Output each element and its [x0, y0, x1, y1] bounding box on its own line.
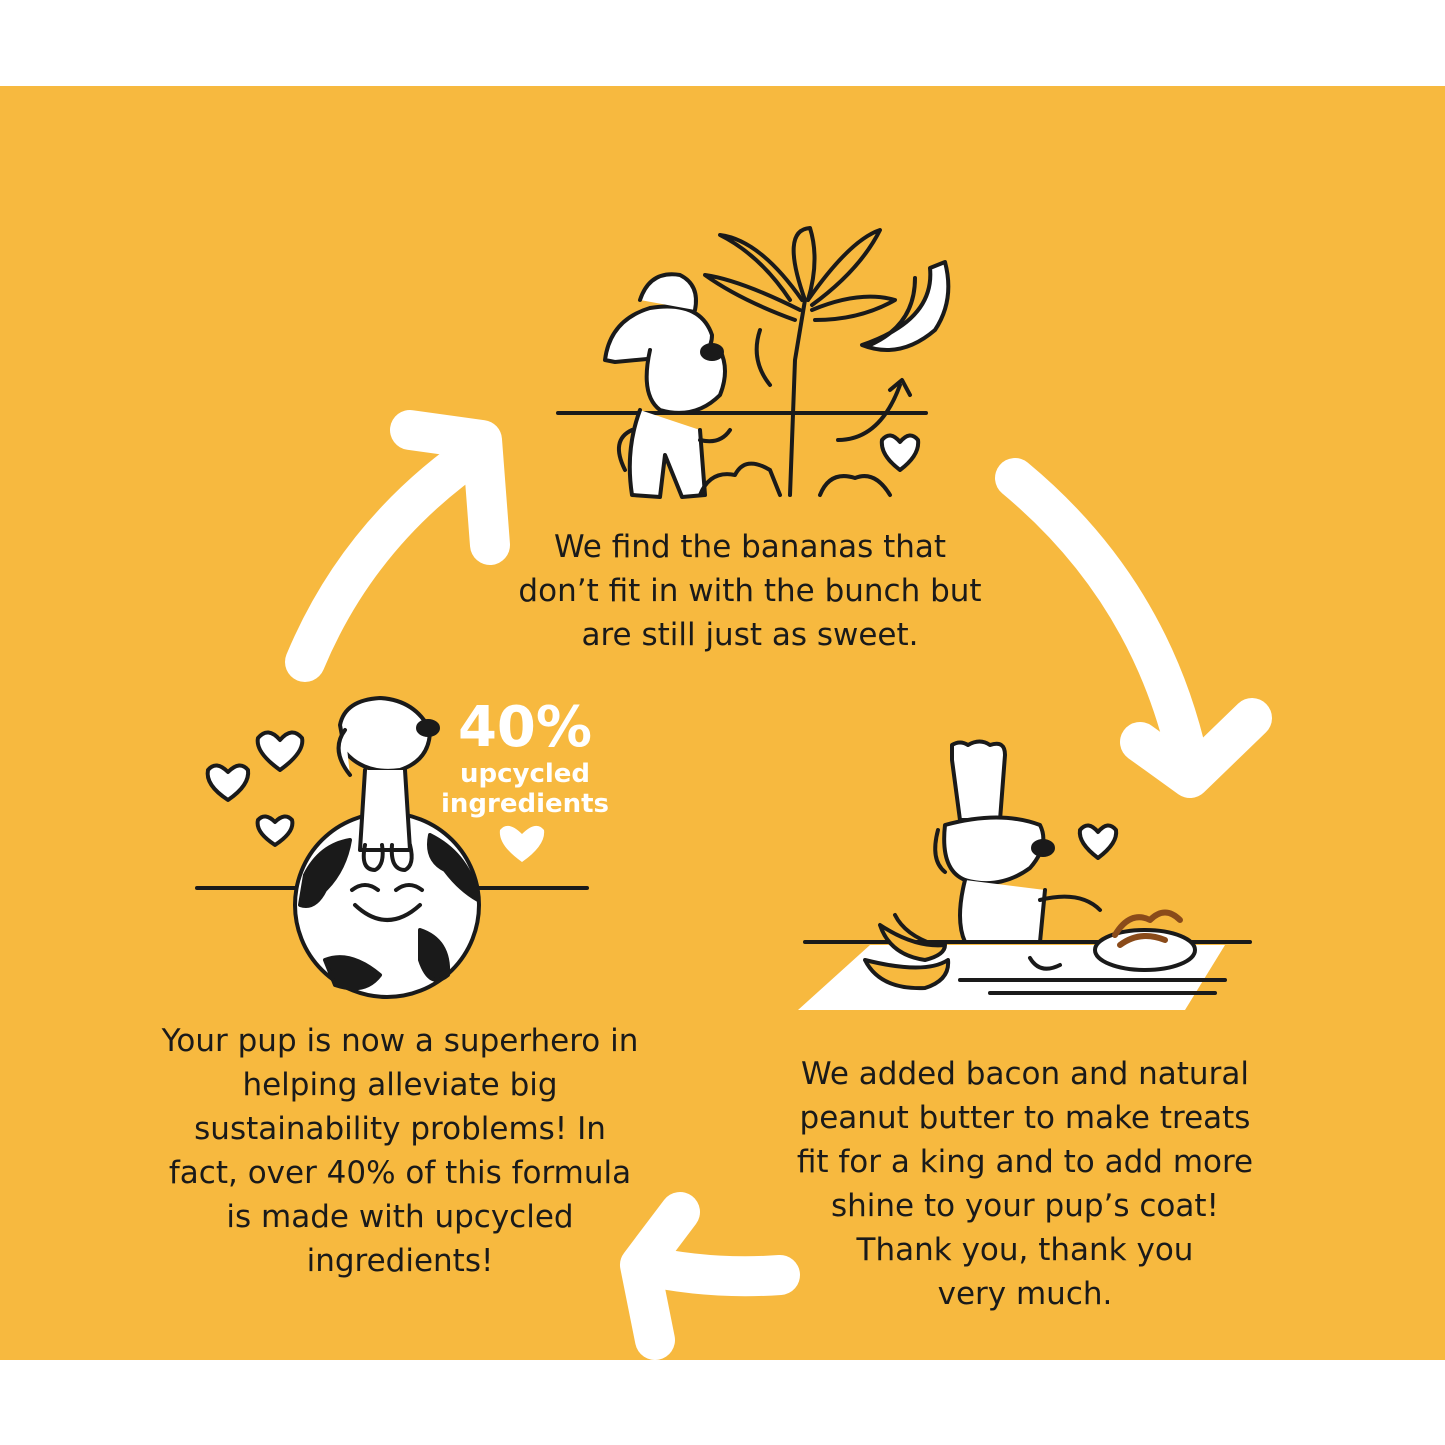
dog-on-globe-icon: [336, 696, 440, 872]
bacon-plate-icon: [1093, 909, 1197, 972]
banana-icon: [863, 913, 951, 991]
heart-icon: [205, 763, 251, 802]
cycle-arrow-icon: [995, 458, 1272, 798]
banana-tree-icon: [698, 226, 897, 497]
banana-icon: [860, 260, 951, 352]
heart-icon: [255, 730, 305, 772]
heart-icon: [879, 433, 921, 472]
cycle-arrow-icon: [285, 410, 510, 682]
yellow-panel: [0, 86, 1445, 1360]
upcycled-stat-label: upcycled ingredients: [440, 759, 610, 819]
globe-scene: [195, 696, 589, 999]
chef-scene: [798, 739, 1252, 1010]
heart-icon: [255, 814, 295, 847]
cycle-arrow-icon: [620, 1192, 800, 1360]
dog-explorer-icon: [603, 272, 732, 499]
heart-icon: [499, 825, 545, 862]
heart-icon: [1077, 823, 1119, 860]
upcycled-stat-value: 40%: [457, 695, 593, 760]
step-add-bacon-text: We added bacon and natural peanut butter…: [796, 1056, 1254, 1312]
banana-scene: [556, 226, 951, 499]
dog-chef-icon: [933, 739, 1102, 971]
step-superhero-text: Your pup is now a superhero in helping a…: [161, 1023, 639, 1279]
step-find-bananas-text: We find the bananas that don’t fit in wi…: [518, 529, 982, 653]
